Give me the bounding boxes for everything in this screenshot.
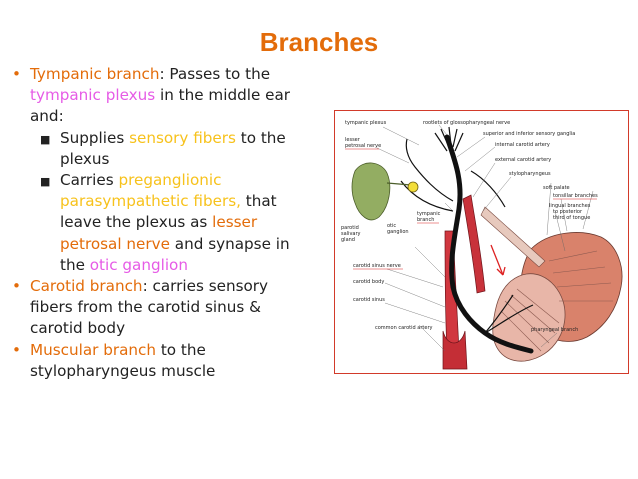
preganglionic-term: preganglionic xyxy=(118,171,222,190)
label-ganglion: ganglion xyxy=(387,229,409,235)
sub2-text-1: Carries xyxy=(60,171,119,190)
label-carotid-body: carotid body xyxy=(353,279,384,285)
bullet-dot-icon: • xyxy=(12,65,21,83)
label-tonsillar: tonsillar branches xyxy=(553,193,598,199)
label-to-posterior: to posterior xyxy=(553,209,583,215)
label-petrosal-nerve: petrosal nerve xyxy=(345,143,381,149)
tympanic-branch-term: Tympanic branch xyxy=(30,65,160,83)
bullet-list: • Tympanic branch: Passes to the tympani… xyxy=(10,64,328,382)
parotid-gland xyxy=(351,162,391,221)
label-lesser: lesser xyxy=(345,137,361,143)
sub1-text-1: Supplies xyxy=(60,128,130,147)
gland-duct xyxy=(386,182,412,186)
sub-bullet-parasympathetic: ■ Carries preganglionic parasympathetic … xyxy=(10,170,328,276)
label-salivary: salivary xyxy=(341,231,361,237)
tympanic-text-1: : Passes to the xyxy=(159,65,271,83)
bullet-dot-icon: • xyxy=(12,277,21,296)
lesser-term: lesser xyxy=(212,213,258,232)
sub2-text-5: the xyxy=(60,255,90,274)
bullet-tympanic: • Tympanic branch: Passes to the tympani… xyxy=(10,64,328,128)
otic-ganglion-shape xyxy=(407,181,419,193)
label-pharyngeal-branch: pharyngeal branch xyxy=(531,327,578,333)
label-third-of-tongue: third of tongue xyxy=(553,215,590,221)
anatomy-illustration: tympanic plexus rootlets of glossopharyn… xyxy=(341,120,623,370)
glossopharyngeal-diagram: tympanic plexus rootlets of glossopharyn… xyxy=(334,110,629,374)
tympanic-text-2: in the middle ear xyxy=(155,86,291,105)
label-tympanic: tympanic xyxy=(417,211,441,217)
label-otic: otic xyxy=(387,223,396,229)
label-branch: branch xyxy=(417,217,434,223)
label-tympanic-plexus: tympanic plexus xyxy=(345,120,387,126)
muscular-text-1: to the xyxy=(156,340,206,359)
carotid-text-2: fibers from the carotid sinus & xyxy=(30,298,261,317)
stylopharyngeus-muscle xyxy=(480,206,546,268)
pharyngeal-muscle-shape xyxy=(492,273,566,362)
red-arrow-icon xyxy=(490,244,506,276)
bullet-carotid: • Carotid branch: carries sensory fibers… xyxy=(10,276,328,340)
label-external-carotid: external carotid artery xyxy=(495,157,551,163)
label-soft-palate: soft palate xyxy=(543,185,570,191)
parasympathetic-term: parasympathetic fibers, xyxy=(60,192,241,211)
glossopharyngeal-nerve xyxy=(444,134,534,354)
tympanic-plexus-term: tympanic plexus xyxy=(30,86,156,105)
label-parotid: parotid xyxy=(341,225,359,231)
sub1-text-3: plexus xyxy=(60,149,110,168)
carotid-branch-term: Carotid branch xyxy=(30,277,143,296)
bullet-dot-icon: • xyxy=(12,340,21,359)
sub2-text-4: and synapse in xyxy=(169,234,290,253)
tympanic-text-3: and: xyxy=(30,107,64,126)
otic-ganglion-term: otic ganglion xyxy=(89,255,188,274)
carotid-text-1: : carries sensory xyxy=(142,277,269,296)
sub2-text-3: leave the plexus as xyxy=(60,213,213,232)
sub-bullet-sensory: ■ Supplies sensory fibers to the plexus xyxy=(10,128,328,170)
label-carotid-sinus-nerve: carotid sinus nerve xyxy=(353,263,401,269)
external-carotid-artery xyxy=(462,194,486,294)
sensory-fibers-term: sensory fibers xyxy=(129,128,236,147)
muscular-branch-term: Muscular branch xyxy=(30,340,157,359)
label-lingual: lingual branches xyxy=(549,203,591,209)
slide-title: Branches xyxy=(259,27,379,57)
label-sensory-ganglia: superior and inferior sensory ganglia xyxy=(483,131,575,137)
muscular-text-2: stylopharyngeus muscle xyxy=(30,361,216,380)
petrosal-nerve-term: petrosal nerve xyxy=(60,234,170,253)
label-internal-carotid: internal carotid artery xyxy=(495,142,550,148)
square-bullet-icon: ■ xyxy=(40,175,51,189)
label-carotid-sinus: carotid sinus xyxy=(353,297,385,303)
bullet-muscular: • Muscular branch to the stylopharyngeus… xyxy=(10,340,328,382)
label-common-carotid: common carotid artery xyxy=(375,325,433,331)
sub1-text-2: to the xyxy=(235,128,286,147)
square-bullet-icon: ■ xyxy=(40,132,51,146)
sub2-text-2: that xyxy=(240,192,277,211)
label-gland: gland xyxy=(341,237,355,243)
carotid-text-3: carotid body xyxy=(30,319,126,338)
label-stylopharyngeus: stylopharyngeus xyxy=(509,171,551,177)
label-rootlets: rootlets of glossopharyngeal nerve xyxy=(423,120,510,126)
